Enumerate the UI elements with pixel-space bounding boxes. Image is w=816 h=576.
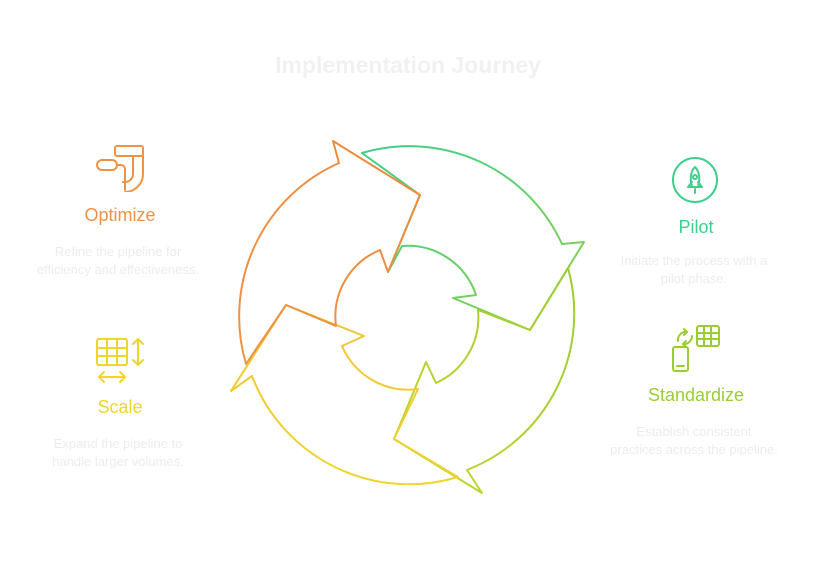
cycle-arrow-standardize bbox=[393, 267, 576, 494]
step-title-scale: Scale bbox=[97, 397, 143, 417]
step-title-optimize: Optimize bbox=[84, 205, 156, 225]
pipe-icon bbox=[96, 145, 144, 192]
diagram-title: Implementation Journey bbox=[275, 52, 541, 78]
step-title-pilot: Pilot bbox=[678, 217, 714, 237]
phone-table-sync-icon bbox=[672, 325, 720, 372]
rocket-icon bbox=[672, 157, 718, 203]
cycle-arrow-pilot bbox=[361, 145, 585, 331]
step-title-standardize: Standardize bbox=[647, 385, 745, 405]
table-resize-icon bbox=[96, 338, 144, 383]
step-description-standardize: Establish consistent practices across th… bbox=[610, 424, 778, 457]
cycle-arrow-scale bbox=[230, 304, 459, 486]
step-description-optimize: Refine the pipeline for efficiency and e… bbox=[36, 244, 200, 277]
step-description-scale: Expand the pipeline to handle larger vol… bbox=[52, 436, 184, 469]
step-description-pilot: Initiate the process with a pilot phase. bbox=[620, 253, 768, 286]
cycle-arrow-optimize bbox=[238, 140, 421, 365]
